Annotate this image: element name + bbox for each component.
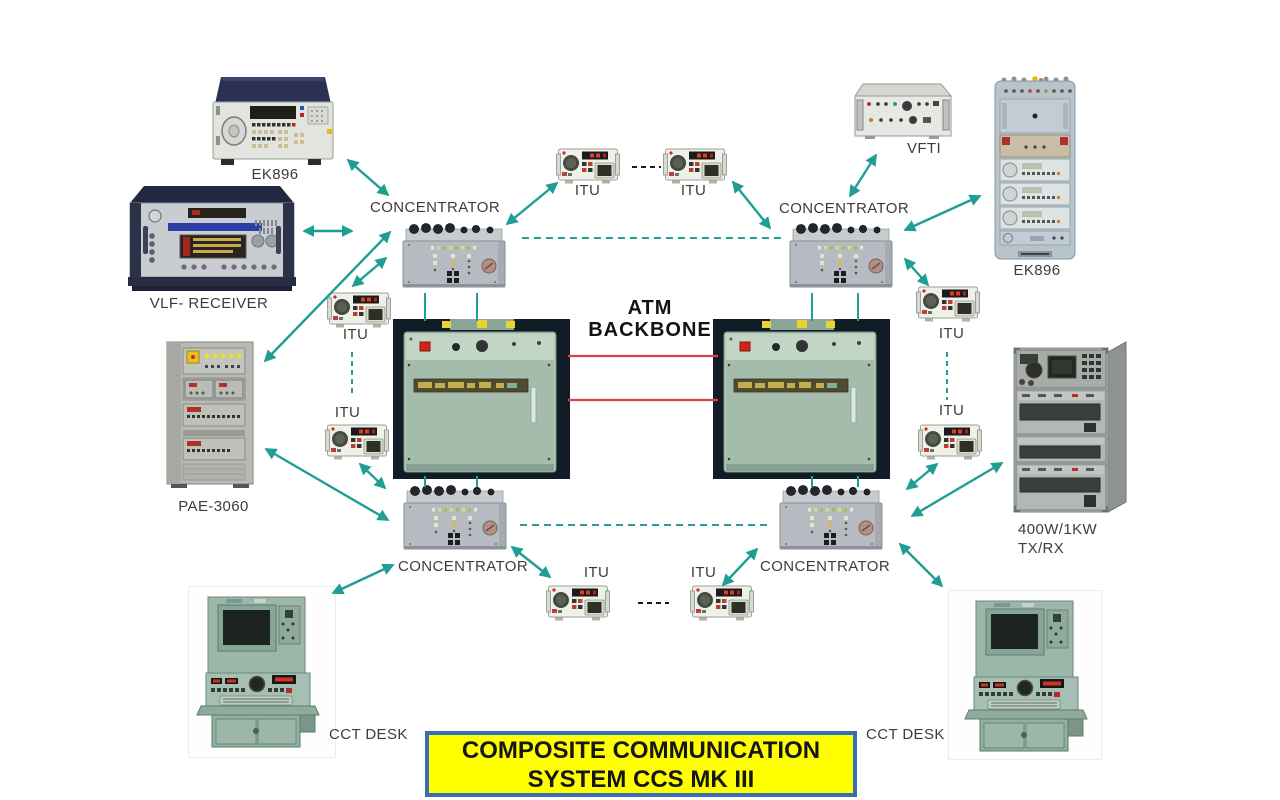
vlf-receiver-photo xyxy=(128,186,296,292)
itu-bottom-2-photo xyxy=(690,584,754,622)
label-itu-left-1: ITU xyxy=(342,326,369,343)
atm-backbone-line1: ATM xyxy=(627,297,673,319)
arrow-ek896-concentrator-tl xyxy=(346,158,390,197)
itu-device-art xyxy=(546,585,610,621)
ek896-receiver-photo xyxy=(208,73,338,168)
itu-device-art xyxy=(916,286,980,322)
atm-switch-cabinet-art xyxy=(393,319,570,479)
itu-device-art xyxy=(690,585,754,621)
arrow-concentrator-tr-vfti xyxy=(848,153,878,198)
label-tx-rx-line2: TX/RX xyxy=(1018,540,1065,557)
atm-switch-cabinet-art xyxy=(713,319,890,479)
tx-rx-rack-art xyxy=(1013,341,1127,513)
label-tx-rx: 400W/1KW TX/RX xyxy=(1018,520,1128,558)
label-vfti: VFTI xyxy=(906,140,942,157)
label-cct-desk-right: CCT DESK xyxy=(866,726,945,743)
pae-3060-photo xyxy=(163,338,258,488)
arrow-txrx-concentrator-br xyxy=(910,461,1004,518)
label-pae-3060: PAE-3060 xyxy=(178,498,249,515)
label-itu-right-2: ITU xyxy=(938,402,965,419)
atm-backbone-label: ATM BACKBONE xyxy=(585,297,715,341)
concentrator-bottom-right-photo xyxy=(778,482,884,555)
label-concentrator-bottom-right: CONCENTRATOR xyxy=(760,558,891,575)
label-itu-right-1: ITU xyxy=(938,325,965,342)
vfti-photo xyxy=(853,82,952,140)
ek896-rack-art xyxy=(994,76,1076,260)
atm-backbone-line2: BACKBONE xyxy=(588,319,712,341)
label-itu-bottom-1: ITU xyxy=(583,564,610,581)
cct-desk-console-art xyxy=(964,600,1088,752)
arrow-itu-left2-concentrator-bl xyxy=(358,462,387,490)
label-tx-rx-line1: 400W/1KW xyxy=(1018,521,1098,538)
label-itu-bottom-2: ITU xyxy=(690,564,717,581)
label-concentrator-top-right: CONCENTRATOR xyxy=(779,200,910,217)
itu-top-2-photo xyxy=(663,147,727,185)
label-concentrator-top-left: CONCENTRATOR xyxy=(370,199,501,216)
concentrator-top-right-photo xyxy=(788,220,894,293)
cct-desk-right-photo xyxy=(964,598,1088,752)
itu-right-1-photo xyxy=(916,285,980,323)
concentrator-bottom-left-photo xyxy=(402,482,508,555)
itu-left-1-photo xyxy=(327,291,391,329)
arrow-concentrator-tl-itu-top1 xyxy=(505,181,559,226)
ek896-receiver-art xyxy=(212,77,334,165)
arrow-concentrator-br-cct-right xyxy=(898,542,944,588)
itu-top-1-photo xyxy=(556,147,620,185)
concentrator-device-art xyxy=(402,223,506,288)
arrow-itu-top2-concentrator-tr xyxy=(731,180,772,230)
label-concentrator-bottom-left: CONCENTRATOR xyxy=(398,558,529,575)
itu-bottom-1-photo xyxy=(546,584,610,622)
concentrator-top-left-photo xyxy=(401,220,507,293)
label-vlf-receiver: VLF- RECEIVER xyxy=(149,295,269,312)
label-ek896-right: EK896 xyxy=(1013,262,1061,279)
itu-device-art xyxy=(663,148,727,184)
cct-desk-left-photo xyxy=(196,594,320,748)
arrow-itu-right2-concentrator-br xyxy=(905,462,939,491)
ek896-rack-photo xyxy=(992,75,1078,262)
label-cct-desk-left: CCT DESK xyxy=(329,726,408,743)
pae-3060-art xyxy=(166,341,254,488)
title-line2: SYSTEM CCS MK III xyxy=(527,766,755,793)
arrow-itu-bottom2-concentrator-br xyxy=(721,547,759,587)
label-itu-left-2: ITU xyxy=(334,404,361,421)
cct-desk-console-art xyxy=(196,596,320,748)
vlf-receiver-art xyxy=(128,186,296,291)
label-ek896-top-left: EK896 xyxy=(251,166,299,183)
vfti-art xyxy=(854,83,952,139)
ellipsis-dashes xyxy=(632,166,669,604)
itu-device-art xyxy=(325,424,389,460)
concentrator-device-art xyxy=(779,485,883,550)
arrow-concentrator-tr-itu-right1 xyxy=(903,257,930,287)
concentrator-device-art xyxy=(403,485,507,550)
itu-device-art xyxy=(327,292,391,328)
title-line1: COMPOSITE COMMUNICATION xyxy=(461,737,821,764)
atm-switch-right-photo xyxy=(713,319,890,479)
itu-device-art xyxy=(918,424,982,460)
itu-device-art xyxy=(556,148,620,184)
atm-switch-left-photo xyxy=(393,319,570,479)
atm-backbone-links xyxy=(568,354,718,402)
arrow-concentrator-tr-ek896-rack xyxy=(903,194,982,232)
itu-right-2-photo xyxy=(918,423,982,461)
concentrator-device-art xyxy=(789,223,893,288)
label-itu-top-2: ITU xyxy=(680,182,707,199)
itu-left-2-photo xyxy=(325,423,389,461)
tx-rx-rack-photo xyxy=(1008,338,1128,518)
label-itu-top-1: ITU xyxy=(574,182,601,199)
arrow-itu-left1-concentrator-tl xyxy=(351,256,388,288)
arrow-cct-left-concentrator-bl xyxy=(331,563,395,595)
title-box: COMPOSITE COMMUNICATION SYSTEM CCS MK II… xyxy=(425,731,857,797)
